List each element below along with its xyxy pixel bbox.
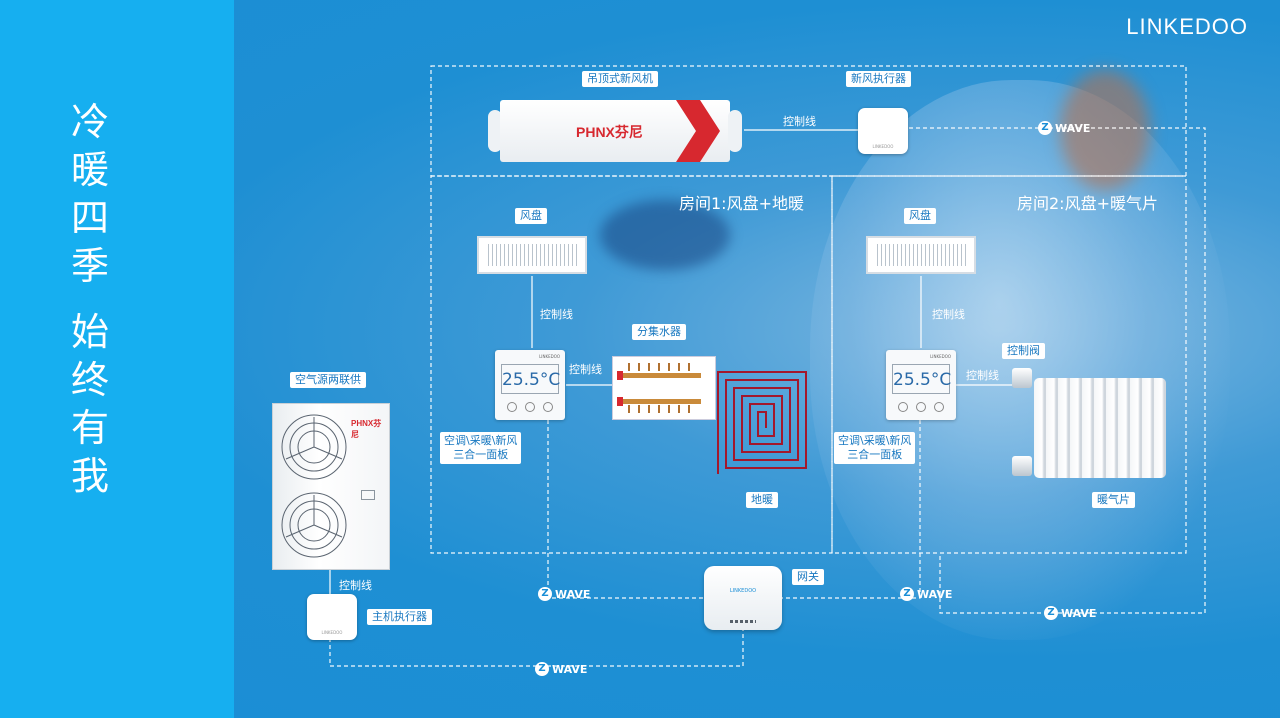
- fresh-air-actuator-label: 新风执行器: [846, 71, 911, 87]
- control-valve-icon: [1012, 368, 1032, 388]
- background-mascot-eye: [600, 200, 730, 270]
- slogan-char: 终: [70, 358, 109, 402]
- background-mascot-body: [810, 80, 1230, 640]
- manifold-label: 分集水器: [632, 324, 686, 340]
- fan-coil-2-label: 风盘: [904, 208, 936, 224]
- background-mascot-ear: [1060, 70, 1150, 190]
- phnix-brand-text: PHNX芬尼: [576, 124, 643, 140]
- fan-grill-icon: [281, 414, 347, 558]
- heat-pump-label: 空气源两联供: [290, 372, 366, 388]
- fan-coil-1-device: [477, 236, 587, 274]
- manifold-device: [612, 356, 716, 420]
- slogan-char: 有: [70, 406, 109, 450]
- zwave-icon: Z: [1038, 121, 1052, 135]
- control-line-label: 控制线: [966, 369, 999, 382]
- radiator-valve-icon: [1012, 456, 1032, 476]
- panel-2-desc-label: 空调\采暖\新风三合一面板: [834, 432, 916, 464]
- control-line-label: 控制线: [783, 115, 816, 128]
- left-slogan-panel: 冷 暖 四 季 始 终 有 我: [0, 0, 234, 718]
- gateway-device: LINKEDOO: [704, 566, 782, 630]
- panel-1-desc-label: 空调\采暖\新风三合一面板: [440, 432, 522, 464]
- gateway-label: 网关: [792, 569, 824, 585]
- control-panel-1: LINKEDOO 25.5°C: [495, 350, 565, 420]
- room-1-title: 房间1:风盘+地暖: [679, 194, 804, 213]
- fresh-air-zwave-path: [909, 127, 1206, 614]
- slogan-char: 四: [70, 196, 109, 240]
- control-valve-label: 控制阀: [1002, 343, 1045, 359]
- radiator-device: [1034, 378, 1166, 478]
- host-actuator-device: LINKEDOO: [307, 594, 357, 640]
- control-panel-2: LINKEDOO 25.5°C: [886, 350, 956, 420]
- room-1-zone-border: [430, 175, 833, 554]
- control-line-label: 控制线: [569, 363, 602, 376]
- fan-coil-1-label: 风盘: [515, 208, 547, 224]
- slogan-line-1: 冷 暖 四 季: [68, 98, 112, 290]
- manifold-pipes-icon: [617, 363, 701, 413]
- zwave-icon: Z: [900, 587, 914, 601]
- panel-1-temperature: 25.5°C: [501, 364, 560, 394]
- floor-heating-coil: [717, 371, 807, 474]
- slogan-char: 我: [70, 454, 109, 498]
- control-line-label: 控制线: [339, 579, 372, 592]
- ceiling-unit-label: 吊顶式新风机: [582, 71, 658, 87]
- zwave-icon: Z: [535, 662, 549, 676]
- heat-pump-brand: PHNX芬尼: [351, 419, 382, 439]
- host-zwave-path: [329, 630, 744, 667]
- slogan-char: 暖: [70, 148, 109, 192]
- control-line-label: 控制线: [932, 308, 965, 321]
- room2-zwave-path: [782, 420, 921, 599]
- slogan-char: 冷: [70, 100, 109, 144]
- ceiling-fresh-air-unit: PHNX芬尼: [488, 96, 744, 166]
- fan-coil-2-device: [866, 236, 976, 274]
- radiator-label: 暖气片: [1092, 492, 1135, 508]
- zwave-icon: Z: [538, 587, 552, 601]
- slogan-line-2: 始 终 有 我: [68, 308, 112, 500]
- phnix-chevron-icon: [676, 100, 720, 162]
- zwave-icon: Z: [1044, 606, 1058, 620]
- slogan-char: 始: [70, 310, 109, 354]
- slogan-char: 季: [70, 244, 109, 288]
- control-line-label: 控制线: [540, 308, 573, 321]
- fresh-air-zone-border: [430, 65, 1187, 177]
- room-2-title: 房间2:风盘+暖气片: [1017, 194, 1158, 213]
- panel-2-temperature: 25.5°C: [892, 364, 951, 394]
- host-actuator-label: 主机执行器: [367, 609, 432, 625]
- floor-heating-label: 地暖: [746, 492, 778, 508]
- heat-pump-unit: PHNX芬尼: [272, 403, 390, 570]
- fresh-air-actuator-device: LINKEDOO: [858, 108, 908, 154]
- linkedoo-logo: LINKEDOO: [1126, 14, 1248, 39]
- room-2-zone-border: [831, 175, 1187, 554]
- room1-zwave-path: [547, 420, 706, 599]
